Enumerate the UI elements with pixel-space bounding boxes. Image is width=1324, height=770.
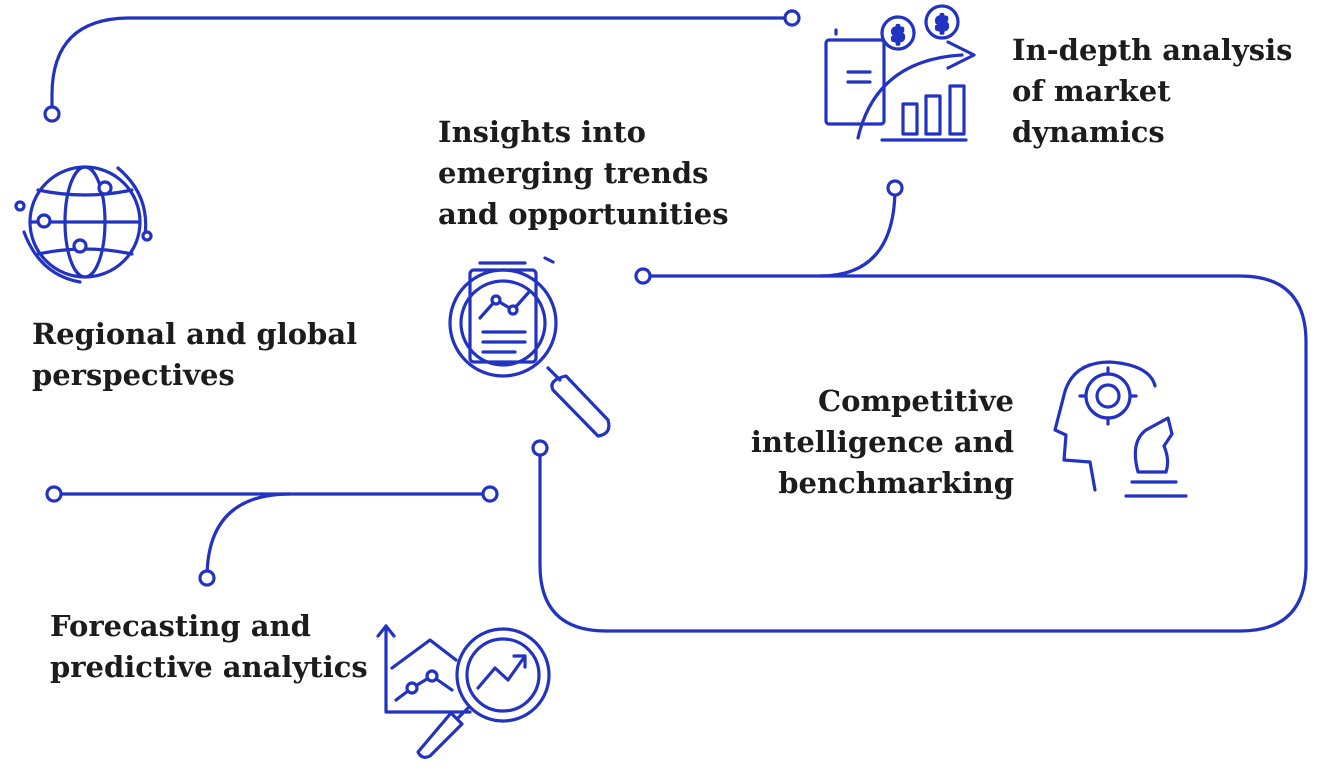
- connector-node: [481, 485, 499, 503]
- connector-node: [43, 105, 61, 123]
- label-line: Insights into: [438, 115, 647, 149]
- label-line: Regional and global: [32, 317, 358, 351]
- label-emerging-trends: Insights into emerging trends and opport…: [438, 112, 729, 235]
- head-gear-chess-knight-icon: [1053, 360, 1188, 498]
- label-line: In-depth analysis: [1012, 33, 1293, 67]
- connector-node: [198, 569, 216, 587]
- label-line: Forecasting and: [50, 609, 311, 643]
- connector-node: [531, 439, 549, 457]
- label-competitive-intelligence: Competitive intelligence and benchmarkin…: [751, 381, 1014, 504]
- label-market-dynamics: In-depth analysis of market dynamics: [1012, 30, 1292, 153]
- report-magnifier-icon: [448, 256, 611, 438]
- label-line: emerging trends: [438, 156, 709, 190]
- connector-node: [634, 267, 652, 285]
- connector-loop: [538, 274, 1308, 633]
- dollar-glyph: $: [891, 22, 905, 46]
- label-line: and opportunities: [438, 197, 729, 231]
- label-line: benchmarking: [778, 466, 1014, 500]
- connector-top: [50, 16, 794, 116]
- label-line: intelligence and: [750, 425, 1014, 459]
- label-regional-global: Regional and global perspectives: [32, 314, 357, 396]
- connector-node: [783, 9, 801, 27]
- trend-magnifier-icon: [376, 624, 551, 759]
- label-line: perspectives: [32, 358, 235, 392]
- label-line: Competitive: [818, 384, 1014, 418]
- dollar-growth-chart-icon: $ $: [824, 4, 976, 142]
- label-line: of market: [1012, 74, 1171, 108]
- connector-node: [886, 179, 904, 197]
- label-line: predictive analytics: [50, 650, 368, 684]
- connector-node: [45, 485, 63, 503]
- label-line: dynamics: [1012, 115, 1165, 149]
- label-forecasting: Forecasting and predictive analytics: [50, 606, 368, 688]
- connector-bottom-branch: [205, 492, 292, 580]
- connector-lines: [43, 9, 1308, 633]
- globe-icon: [14, 165, 153, 284]
- connector-branch: [818, 186, 897, 278]
- dollar-glyph: $: [935, 11, 949, 35]
